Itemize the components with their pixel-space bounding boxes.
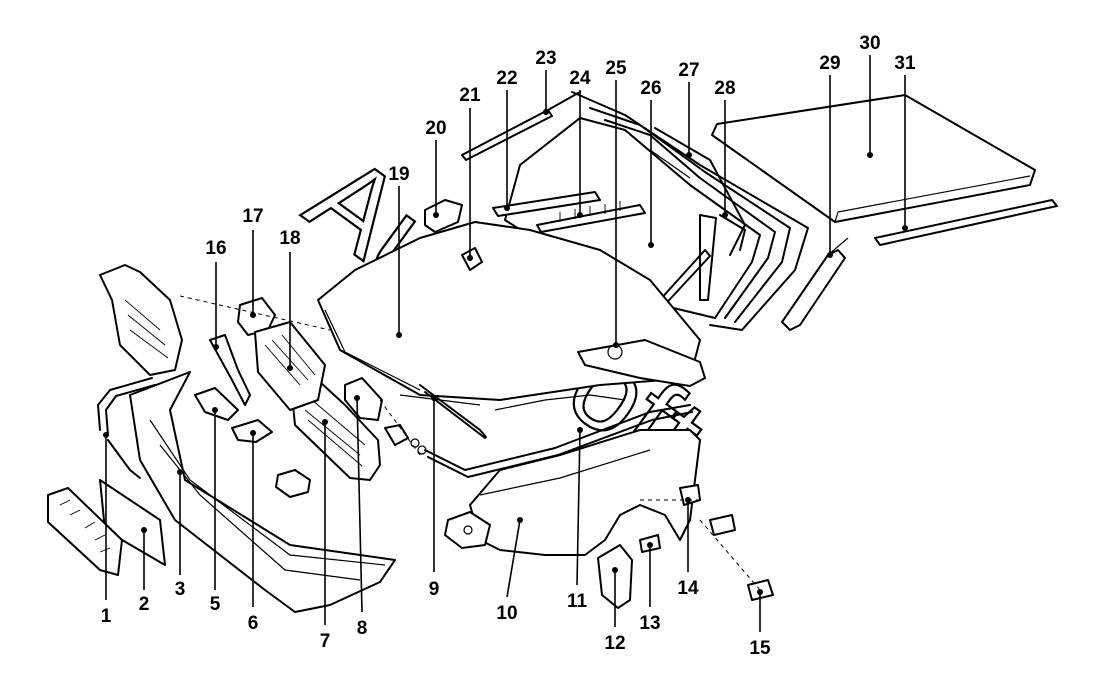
bumper-bracket-left — [194, 387, 239, 421]
callout-16: 16 — [205, 238, 226, 259]
fender-clip — [679, 484, 736, 536]
callout-28: 28 — [714, 78, 735, 99]
callout-31: 31 — [894, 53, 916, 74]
callout-30: 30 — [859, 33, 880, 54]
callout-2: 2 — [139, 594, 150, 615]
callout-26: 26 — [640, 78, 661, 99]
callout-17: 17 — [242, 206, 263, 227]
callout-12: 12 — [604, 633, 625, 654]
rear-support-strut — [781, 237, 849, 331]
air-intake-housing — [99, 264, 183, 376]
callout-20: 20 — [425, 118, 446, 139]
bumper-reinforcement — [97, 377, 156, 479]
callout-6: 6 — [248, 613, 259, 634]
roof-panel — [711, 94, 1036, 223]
callout-19: 19 — [388, 164, 409, 185]
hood-latch — [344, 377, 383, 421]
callout-9: 9 — [429, 579, 440, 600]
callout-24: 24 — [569, 68, 591, 89]
hood-release-fitting — [384, 424, 427, 455]
assembly-guide-line — [179, 295, 331, 331]
front-emblem — [275, 469, 311, 498]
callout-7: 7 — [320, 631, 331, 652]
callout-3: 3 — [175, 579, 186, 600]
callout-15: 15 — [749, 638, 771, 659]
callout-1: 1 — [101, 606, 112, 627]
callout-14: 14 — [677, 578, 699, 599]
callout-27: 27 — [678, 60, 699, 81]
callout-21: 21 — [459, 85, 481, 106]
callout-8: 8 — [357, 618, 368, 639]
callout-23: 23 — [535, 48, 556, 69]
callout-labels: 1 2 3 5 6 7 8 9 10 11 12 13 14 15 16 17 … — [101, 33, 916, 659]
callout-29: 29 — [819, 53, 840, 74]
wiper-arm-blade — [492, 191, 646, 233]
headlamp-bracket — [209, 334, 251, 406]
callout-13: 13 — [639, 613, 660, 634]
callout-11: 11 — [567, 591, 588, 612]
fender-bracket — [444, 511, 491, 549]
hood-hinge — [424, 199, 463, 233]
callout-18: 18 — [279, 228, 300, 249]
front-grille — [47, 487, 123, 576]
roof-drip-molding — [874, 199, 1058, 246]
callout-10: 10 — [496, 603, 517, 624]
front-fender — [469, 429, 701, 556]
license-plate-bracket — [99, 479, 166, 566]
callout-25: 25 — [605, 58, 627, 79]
assembly-guide-line — [379, 399, 421, 456]
leader-lines — [103, 55, 908, 632]
callout-5: 5 — [210, 594, 221, 615]
callout-22: 22 — [496, 68, 517, 89]
